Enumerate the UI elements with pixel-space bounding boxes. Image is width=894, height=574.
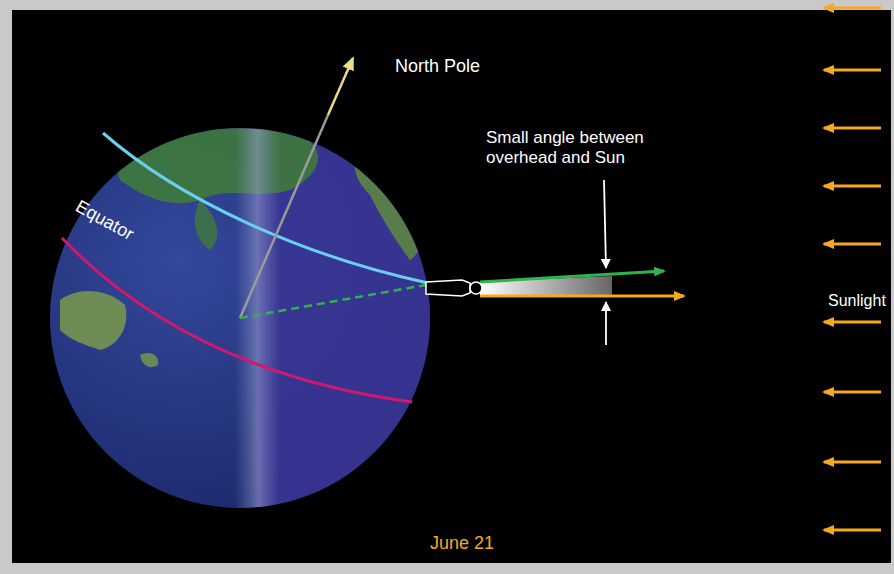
person-silhouette (426, 280, 482, 296)
date-label: June 21 (430, 533, 494, 555)
sunlight-arrows (824, 8, 881, 530)
sunlight-label: Sunlight (828, 291, 886, 310)
angle-callout: Small angle between overhead and Sun (486, 128, 691, 169)
axis-label: North Pole (395, 56, 480, 78)
